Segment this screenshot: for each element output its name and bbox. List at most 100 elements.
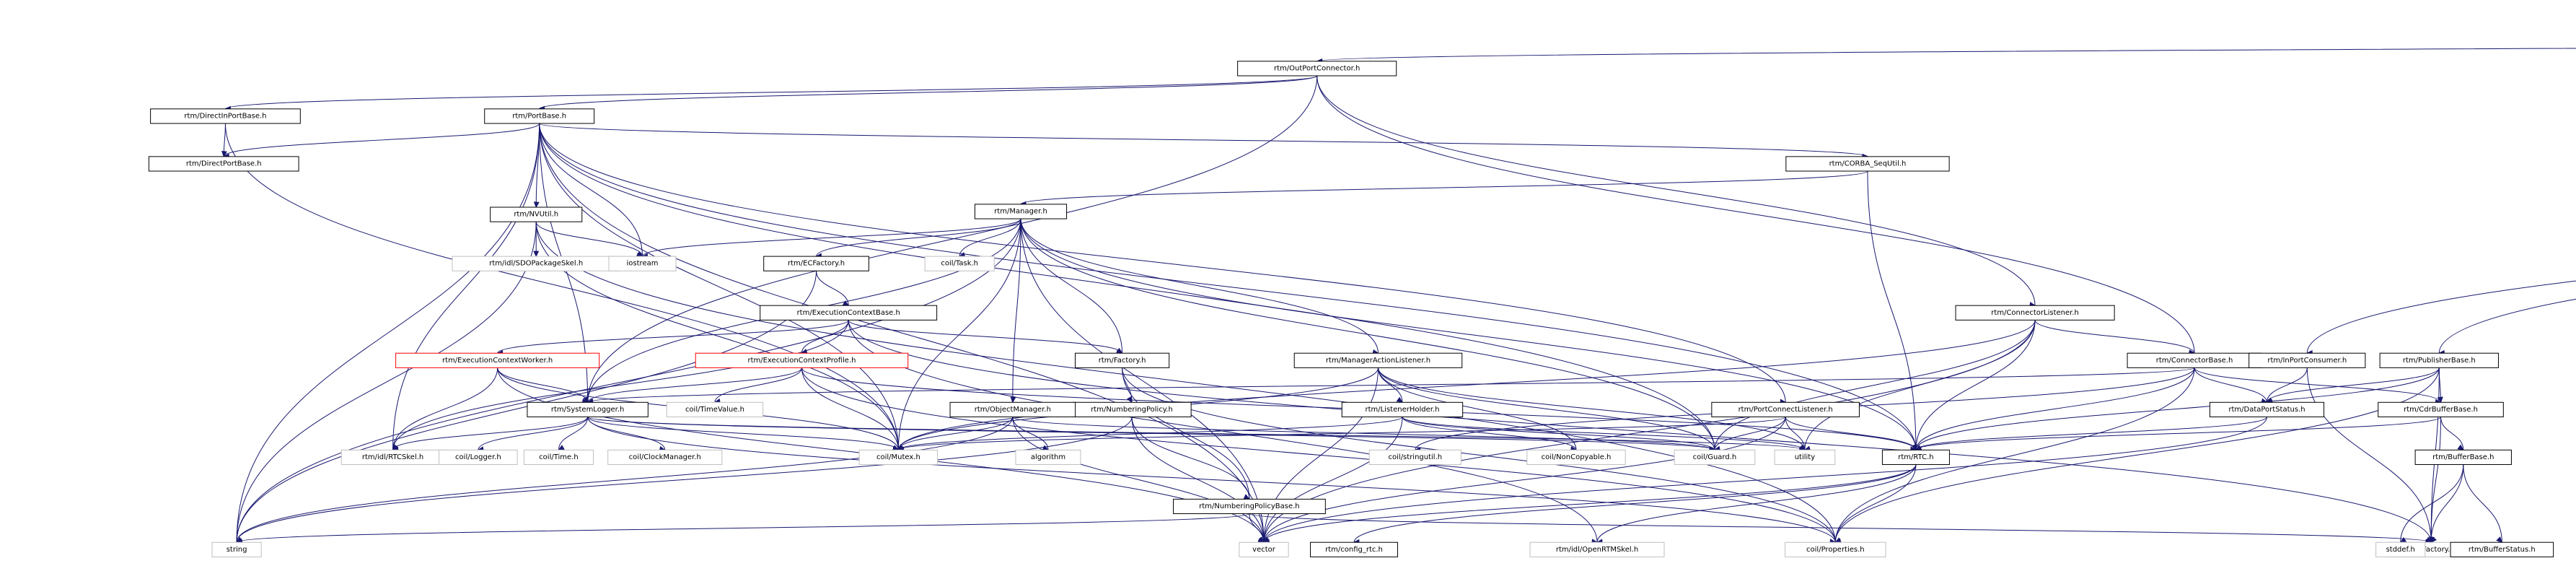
edge-line bbox=[1263, 417, 1786, 543]
node-opc[interactable]: rtm/OutPortConnector.h bbox=[1237, 61, 1397, 77]
edge-line bbox=[1402, 417, 1715, 450]
node-box bbox=[2414, 449, 2512, 465]
node-pcl[interactable]: rtm/PortConnectListener.h bbox=[1711, 401, 1860, 417]
node-label: rtm/PortBase.h bbox=[512, 112, 566, 120]
node-box bbox=[1529, 541, 1665, 557]
edge-line bbox=[535, 222, 1836, 543]
node-label: rtm/CdrBufferBase.h bbox=[2404, 406, 2478, 414]
edge-root-to-pub bbox=[2438, 298, 2576, 356]
node-bs[interactable]: rtm/BufferStatus.h bbox=[2450, 541, 2554, 557]
node-box bbox=[523, 449, 594, 465]
node-cdr[interactable]: rtm/CdrBufferBase.h bbox=[2378, 401, 2504, 417]
node-task: coil/Task.h bbox=[924, 256, 995, 271]
edge-line bbox=[236, 271, 817, 543]
node-label: coil/ClockManager.h bbox=[629, 453, 701, 461]
node-box bbox=[1015, 449, 1081, 465]
edge-line bbox=[1915, 417, 2442, 450]
edge-ecb-to-ecw bbox=[496, 319, 849, 356]
edge-line bbox=[224, 75, 1318, 110]
node-ipc[interactable]: rtm/InPortConsumer.h bbox=[2248, 352, 2366, 368]
node-lh[interactable]: rtm/ListenerHolder.h bbox=[1341, 401, 1464, 417]
node-pub[interactable]: rtm/PublisherBase.h bbox=[2379, 352, 2499, 368]
edge-line bbox=[897, 219, 1021, 450]
node-box bbox=[2248, 352, 2366, 368]
node-npb[interactable]: rtm/NumberingPolicyBase.h bbox=[1173, 498, 1326, 515]
node-label: vector bbox=[1252, 546, 1276, 554]
node-dipb[interactable]: rtm/DirectInPortBase.h bbox=[150, 108, 301, 124]
edge-line bbox=[497, 319, 849, 354]
nodes-layer: OutPortPushConnector.hrtm/OutPortConnect… bbox=[148, 61, 2554, 557]
edge-line bbox=[848, 320, 2432, 543]
node-stddef: stddef.h bbox=[2375, 541, 2426, 557]
node-csu[interactable]: rtm/CORBA_SeqUtil.h bbox=[1785, 156, 1950, 172]
node-box bbox=[1785, 156, 1950, 172]
edge-mgr-to-mal bbox=[1020, 219, 1379, 355]
edge-dipb-to-mutex bbox=[224, 123, 900, 452]
edge-line bbox=[1867, 171, 1917, 450]
node-rtc[interactable]: rtm/RTC.h bbox=[1881, 449, 1950, 465]
edge-line bbox=[1377, 367, 1806, 450]
node-sl[interactable]: rtm/SystemLogger.h bbox=[527, 401, 649, 417]
edge-line bbox=[2194, 367, 2267, 403]
node-label: string bbox=[227, 546, 247, 554]
edge-arrowhead bbox=[221, 151, 227, 158]
node-box bbox=[858, 449, 938, 465]
node-box bbox=[2378, 401, 2504, 417]
edge-mgr-to-task bbox=[959, 218, 1021, 258]
edge-line bbox=[224, 123, 899, 450]
node-label: rtm/DataPortStatus.h bbox=[2228, 406, 2305, 414]
edge-line bbox=[1402, 417, 1806, 450]
edge-arrowhead bbox=[1010, 396, 1016, 404]
edge-line bbox=[816, 271, 849, 306]
node-label: coil/TimeValue.h bbox=[685, 406, 744, 414]
edge-line bbox=[1012, 219, 1021, 403]
edge-bb-to-bs bbox=[2463, 464, 2503, 544]
node-pb[interactable]: rtm/PortBase.h bbox=[484, 108, 595, 124]
node-label: stddef.h bbox=[2386, 546, 2415, 554]
edge-arrowhead bbox=[533, 201, 540, 209]
edge-cdr-to-rtc bbox=[1915, 417, 2442, 453]
node-label: rtm/OutPortConnector.h bbox=[1274, 64, 1360, 72]
node-cb[interactable]: rtm/ConnectorBase.h bbox=[2127, 352, 2262, 368]
edge-ecp-to-tv bbox=[713, 367, 802, 404]
node-label: coil/stringutil.h bbox=[1389, 453, 1443, 461]
edge-cb-to-dps bbox=[2194, 367, 2268, 404]
node-ecb[interactable]: rtm/ExecutionContextBase.h bbox=[760, 305, 938, 321]
edge-line bbox=[392, 123, 540, 450]
edge-line bbox=[1131, 417, 1265, 543]
node-dpb[interactable]: rtm/DirectPortBase.h bbox=[148, 156, 299, 172]
node-ecf[interactable]: rtm/ECFactory.h bbox=[763, 256, 869, 271]
edge-cdr-to-cfac bbox=[2429, 417, 2442, 544]
node-label: rtm/idl/OpenRTMSkel.h bbox=[1556, 546, 1638, 554]
node-dps[interactable]: rtm/DataPortStatus.h bbox=[2209, 401, 2325, 417]
edge-line bbox=[897, 417, 1786, 450]
node-om[interactable]: rtm/ObjectManager.h bbox=[949, 401, 1076, 417]
node-rtcskel: rtm/idl/RTCSkel.h bbox=[340, 449, 445, 465]
edge-line bbox=[816, 218, 1021, 257]
edge-line bbox=[2430, 464, 2464, 543]
node-ecw[interactable]: rtm/ExecutionContextWorker.h bbox=[395, 352, 600, 368]
edge-line bbox=[801, 320, 849, 354]
node-nvu[interactable]: rtm/NVUtil.h bbox=[490, 206, 583, 222]
edge-line bbox=[587, 367, 802, 403]
node-mal[interactable]: rtm/ManagerActionListener.h bbox=[1293, 352, 1463, 368]
node-mgr[interactable]: rtm/Manager.h bbox=[974, 204, 1068, 219]
node-bb[interactable]: rtm/BufferBase.h bbox=[2414, 449, 2512, 465]
edge-line bbox=[2266, 367, 2440, 403]
edge-line bbox=[236, 123, 540, 543]
edge-line bbox=[801, 367, 1836, 543]
node-box bbox=[2379, 352, 2499, 368]
edge-line bbox=[1714, 320, 2036, 450]
edge-arrowhead bbox=[533, 251, 540, 258]
edge-cl-to-rtc bbox=[1915, 320, 2036, 450]
edge-line bbox=[539, 75, 1318, 110]
node-np[interactable]: rtm/NumberingPolicy.h bbox=[1072, 401, 1192, 417]
node-props: coil/Properties.h bbox=[1785, 541, 1886, 557]
node-cl[interactable]: rtm/ConnectorListener.h bbox=[1955, 305, 2115, 321]
edge-pcl-to-util bbox=[1785, 417, 1806, 451]
node-ecp[interactable]: rtm/ExecutionContextProfile.h bbox=[695, 352, 909, 368]
node-fac[interactable]: rtm/Factory.h bbox=[1075, 352, 1170, 368]
node-box bbox=[949, 401, 1076, 417]
node-cfg[interactable]: rtm/config_rtc.h bbox=[1310, 541, 1398, 557]
edge-ecf-to-ecb bbox=[816, 271, 850, 306]
